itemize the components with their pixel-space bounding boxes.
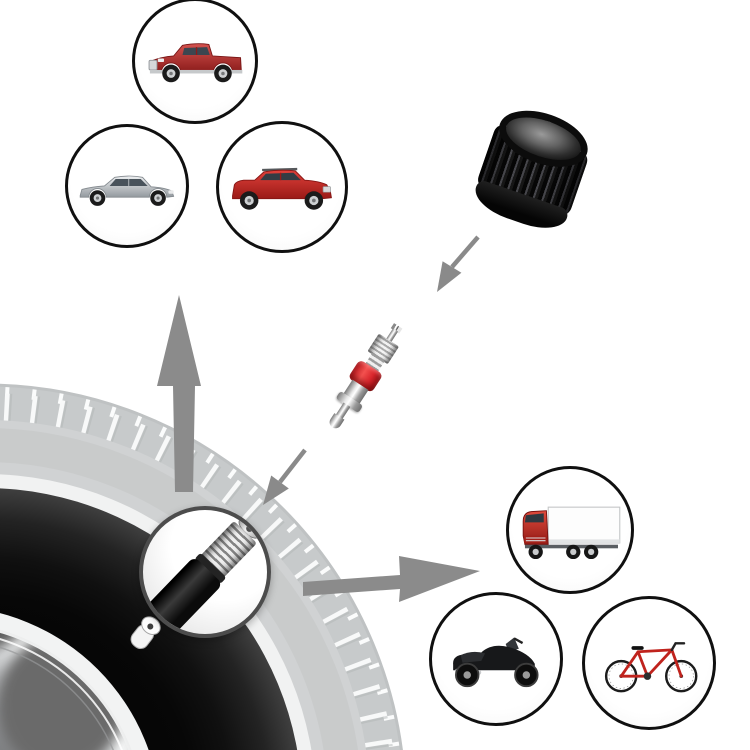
- arrow-up: [157, 295, 201, 492]
- cargo-truck-image: [523, 506, 621, 559]
- suv-image: [231, 168, 332, 211]
- vehicle-circle-suv: [216, 121, 348, 253]
- vehicle-circle-pickup: [132, 0, 258, 124]
- valve-stem-magnifier: [139, 506, 271, 638]
- valve-stem-image: [143, 510, 267, 634]
- wheel-rim: [0, 613, 149, 750]
- arrow-cap-to-core: [437, 235, 480, 292]
- arrow-right: [303, 556, 480, 602]
- vehicle-circle-cargo-truck: [506, 466, 634, 594]
- motorcycle-image: [452, 637, 539, 688]
- arrow-core-to-stem: [263, 448, 307, 505]
- pickup-truck-image: [148, 43, 243, 83]
- sedan-car-image: [79, 175, 175, 206]
- vehicle-circle-motorcycle: [429, 592, 563, 726]
- vehicle-circle-sedan: [65, 124, 189, 248]
- bicycle-image: [604, 642, 698, 693]
- vehicle-circle-bicycle: [582, 596, 716, 730]
